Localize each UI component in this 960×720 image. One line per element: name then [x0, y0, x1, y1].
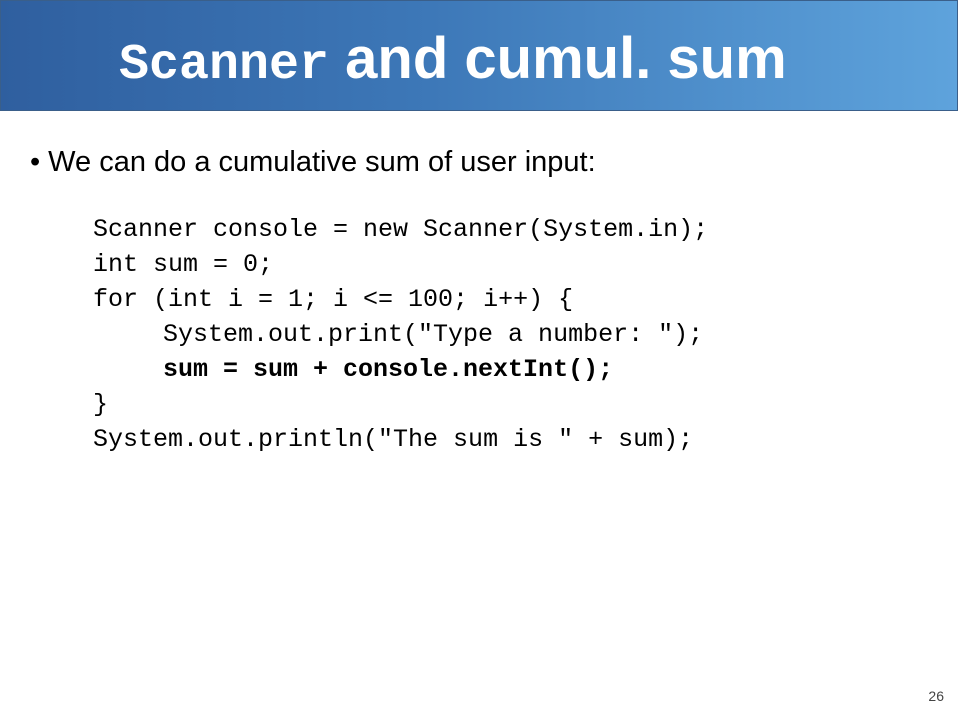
bullet-icon: •	[30, 146, 41, 178]
code-line-2: int sum = 0;	[93, 250, 274, 279]
title-text: and cumul. sum	[345, 26, 787, 91]
code-line-6: }	[93, 390, 109, 419]
bullet-text: We can do a cumulative sum of user input…	[48, 146, 596, 178]
code-line-3: for (int i = 1; i <= 100; i++) {	[93, 285, 574, 314]
code-line-5: sum = sum + console.nextInt();	[163, 355, 614, 384]
title-banner: Scanner and cumul. sum	[0, 0, 958, 111]
code-line-1: Scanner console = new Scanner(System.in)…	[93, 215, 709, 244]
title-code-word: Scanner	[119, 37, 330, 94]
slide-title: Scanner and cumul. sum	[119, 27, 787, 98]
code-line-4: System.out.print("Type a number: ");	[163, 320, 704, 349]
code-block: Scanner console = new Scanner(System.in)…	[93, 212, 708, 457]
bullet-item: •We can do a cumulative sum of user inpu…	[30, 144, 596, 180]
page-number: 26	[928, 688, 944, 704]
code-line-7: System.out.println("The sum is " + sum);	[93, 425, 694, 454]
